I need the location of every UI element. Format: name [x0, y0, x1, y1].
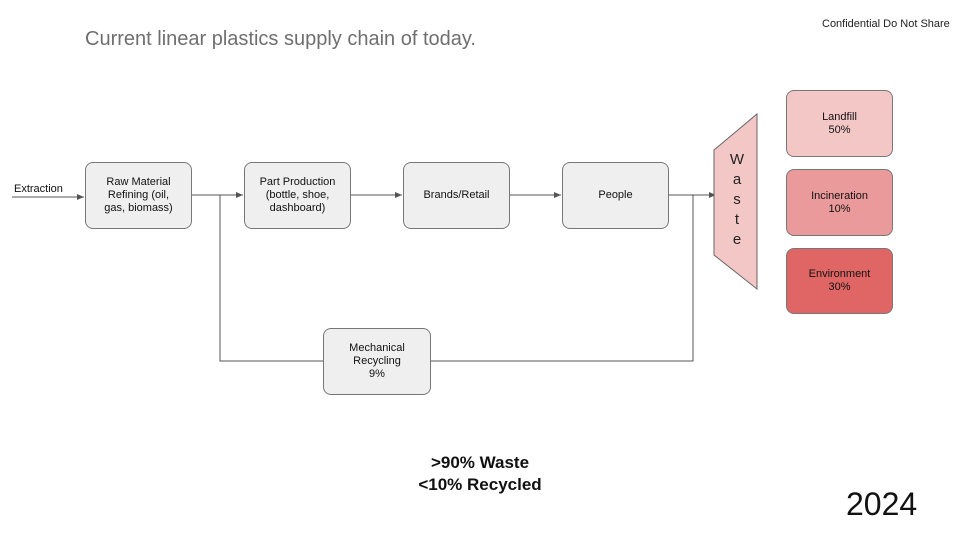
waste-letter: t: [734, 211, 740, 228]
waste-letter: e: [732, 231, 742, 248]
node-raw-material: Raw Material Refining (oil, gas, biomass…: [85, 162, 192, 229]
waste-letter: W: [729, 151, 745, 168]
waste-letter: a: [732, 171, 742, 188]
waste-funnel: [713, 112, 758, 291]
recycling-loop-right: [431, 195, 694, 362]
outcome-landfill: Landfill 50%: [786, 90, 893, 157]
outcome-incineration: Incineration 10%: [786, 169, 893, 236]
summary-recycled: <10% Recycled: [418, 475, 542, 494]
extraction-label: Extraction: [14, 183, 63, 195]
page-title: Current linear plastics supply chain of …: [85, 28, 476, 50]
node-mechanical-recycling: Mechanical Recycling 9%: [323, 328, 431, 395]
node-people: People: [562, 162, 669, 229]
outcome-environment: Environment 30%: [786, 248, 893, 314]
recycling-loop-left: [219, 195, 323, 362]
year-label: 2024: [846, 486, 918, 522]
node-part-production: Part Production (bottle, shoe, dashboard…: [244, 162, 351, 229]
summary-waste: >90% Waste: [430, 453, 530, 472]
node-brands-retail: Brands/Retail: [403, 162, 510, 229]
waste-letter: s: [733, 191, 741, 208]
confidential-label: Confidential Do Not Share: [822, 18, 950, 30]
summary: >90% Waste <10% Recycled: [380, 452, 580, 496]
